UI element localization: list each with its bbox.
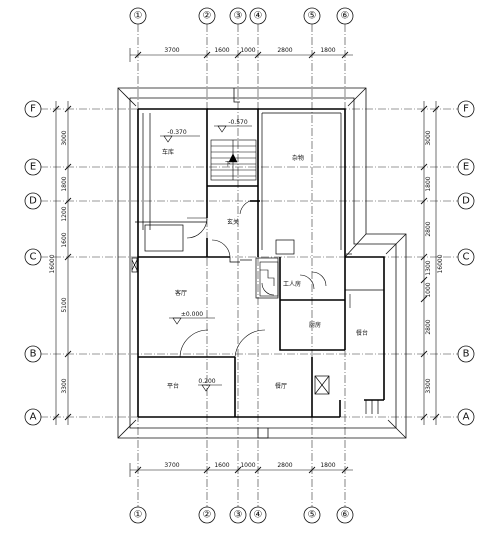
- axis-label-row-f-right: F: [463, 104, 469, 115]
- axis-label-row-a-right: A: [463, 412, 470, 423]
- axis-label-row-c: C: [30, 252, 37, 263]
- dim-left-6: 3300: [61, 378, 68, 393]
- dim-right-4: 1300: [425, 260, 432, 275]
- axis-label-col-5: ⑤: [308, 11, 317, 22]
- dimensions-top: 3700 1600 1000 2800 1800: [164, 47, 335, 54]
- dim-bottom-5: 1800: [320, 462, 335, 469]
- axis-label-col-5-bottom: ⑤: [308, 510, 317, 521]
- dimensions-bottom: 3700 1600 1000 2800 1800: [164, 462, 335, 469]
- level-label-terrace: 0.200: [198, 378, 215, 385]
- row-labels-right: F E D C B A: [462, 104, 470, 423]
- axis-label-col-4: ④: [254, 11, 263, 22]
- room-label-vestibule: 玄关: [227, 218, 239, 226]
- dim-left-4: 1600: [61, 232, 68, 247]
- axis-label-row-b-right: B: [463, 349, 470, 360]
- dim-right-6: 2800: [425, 319, 432, 334]
- room-label-worker: 工人房: [283, 280, 301, 288]
- axis-lines: [40, 24, 462, 510]
- axis-label-row-a: A: [30, 412, 37, 423]
- dim-bottom-2: 1600: [214, 462, 229, 469]
- axis-label-row-f: F: [30, 104, 36, 115]
- axis-label-col-1-bottom: ①: [134, 510, 143, 521]
- axis-label-col-2: ②: [203, 11, 212, 22]
- axis-label-row-e: E: [30, 162, 36, 173]
- dim-right-1: 3000: [425, 130, 432, 145]
- walls: [131, 108, 385, 418]
- axis-label-col-6: ⑥: [341, 11, 350, 22]
- column-bubbles-top: [129, 7, 354, 25]
- room-label-garage: 车库: [162, 148, 174, 156]
- row-bubbles-right: [457, 100, 475, 426]
- axis-label-col-1: ①: [134, 11, 143, 22]
- axis-label-row-d: D: [29, 196, 37, 207]
- axis-label-col-3-bottom: ③: [234, 510, 243, 521]
- axis-label-col-4-bottom: ④: [254, 510, 263, 521]
- dim-top-2: 1600: [214, 47, 229, 54]
- dimension-lines: [55, 48, 437, 477]
- dim-right-7: 3300: [425, 378, 432, 393]
- level-markers: [160, 125, 252, 392]
- stair: [210, 139, 279, 297]
- roof-outline: [117, 87, 407, 439]
- axis-label-row-d-right: D: [462, 196, 470, 207]
- dim-right-3: 2800: [425, 221, 432, 236]
- room-label-breakfast: 餐台: [356, 329, 368, 337]
- dim-top-3: 1000: [240, 47, 255, 54]
- room-label-kitchen: 厨房: [309, 321, 321, 329]
- dim-right-2: 1800: [425, 176, 432, 191]
- level-label-garage: -0.370: [167, 129, 187, 136]
- dim-right-5: 1000: [425, 282, 432, 297]
- stair-direction-label: 下: [225, 161, 231, 168]
- axis-label-row-e-right: E: [463, 162, 469, 173]
- dim-left-total: 16000: [49, 254, 56, 273]
- dim-bottom-1: 3700: [164, 462, 179, 469]
- room-label-storage: 杂物: [292, 154, 304, 162]
- dim-left-2: 1800: [61, 176, 68, 191]
- dim-top-4: 2800: [277, 47, 292, 54]
- dim-left-1: 3000: [61, 130, 68, 145]
- column-bubbles-bottom: [129, 506, 354, 524]
- dim-left-3: 1200: [61, 206, 68, 221]
- axis-label-row-b: B: [30, 349, 37, 360]
- level-labels: -0.370 -0.570 ±0.000 0.200 下: [167, 119, 248, 385]
- dim-left-5: 5100: [61, 297, 68, 312]
- row-bubbles-left: [24, 100, 42, 426]
- axis-label-col-2-bottom: ②: [203, 510, 212, 521]
- room-label-dining: 餐厅: [275, 382, 287, 390]
- level-label-living: ±0.000: [181, 311, 203, 318]
- dim-right-total: 16000: [437, 254, 444, 273]
- axis-label-col-6-bottom: ⑥: [341, 510, 350, 521]
- dim-bottom-3: 1000: [240, 462, 255, 469]
- dimensions-left: 3000 1800 1200 1600 5100 3300 16000: [49, 130, 68, 393]
- room-label-living: 客厅: [175, 289, 187, 297]
- dimensions-right: 3000 1800 2800 1300 1000 2800 3300 16000: [425, 130, 444, 393]
- room-labels: 车库 杂物 玄关 客厅 工人房 厨房 餐台 餐厅 平台: [162, 148, 368, 390]
- level-label-stair: -0.570: [228, 119, 248, 126]
- dim-top-1: 3700: [164, 47, 179, 54]
- room-label-terrace: 平台: [167, 382, 179, 390]
- dim-bottom-4: 2800: [277, 462, 292, 469]
- column-labels-top: ① ② ③ ④ ⑤ ⑥: [134, 11, 350, 22]
- row-labels-left: F E D C B A: [29, 104, 37, 423]
- dimension-ticks: [52, 51, 440, 474]
- dim-top-5: 1800: [320, 47, 335, 54]
- column-labels-bottom: ① ② ③ ④ ⑤ ⑥: [134, 510, 350, 521]
- axis-label-row-c-right: C: [463, 252, 470, 263]
- axis-label-col-3: ③: [234, 11, 243, 22]
